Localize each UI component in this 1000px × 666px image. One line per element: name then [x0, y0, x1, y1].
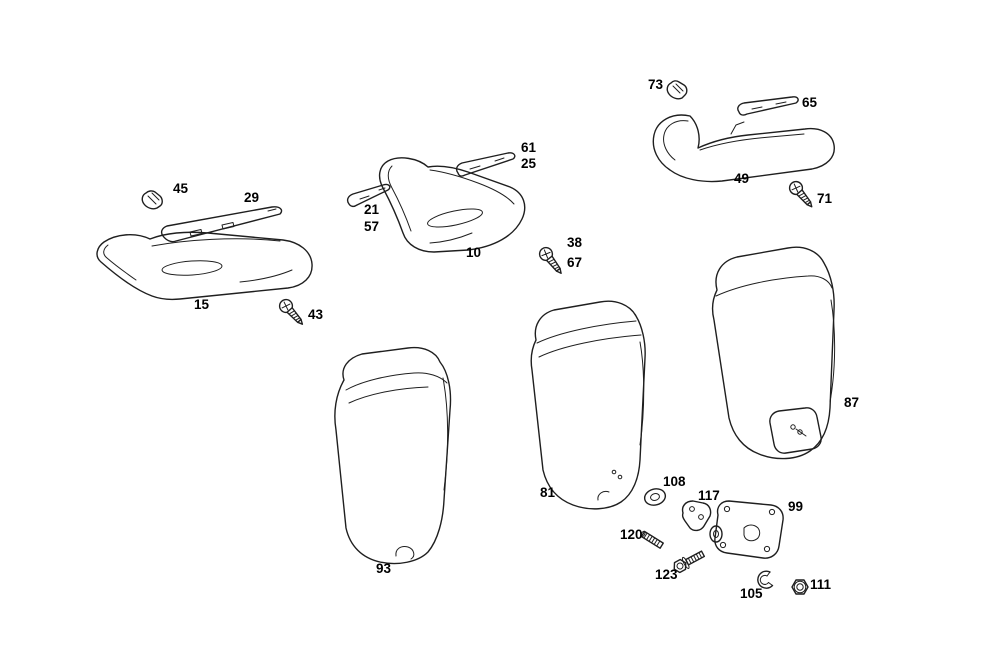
part-label-67: 67 — [567, 255, 583, 270]
part-label-65: 65 — [802, 95, 818, 110]
part-label-111: 111 — [810, 577, 832, 592]
part-label-93: 93 — [376, 561, 392, 576]
part-71-screw-drawing — [786, 178, 818, 212]
part-108-washer-drawing — [643, 488, 667, 506]
part-label-81: 81 — [540, 485, 556, 500]
part-120-stud-drawing — [640, 530, 664, 549]
part-label-99: 99 — [788, 499, 804, 514]
part-label-25: 25 — [521, 156, 537, 171]
part-99-mounting-bracket-drawing — [709, 500, 784, 559]
part-label-123: 123 — [655, 567, 678, 582]
part-label-21: 21 — [364, 202, 380, 217]
part-61-25-trim-strip-drawing — [455, 152, 516, 177]
part-label-10: 10 — [466, 245, 482, 260]
part-117-bracket-plate-drawing — [681, 500, 712, 532]
part-label-120: 120 — [620, 527, 643, 542]
part-87-armrest-cushion-drawing — [711, 246, 836, 460]
part-label-61: 61 — [521, 140, 537, 155]
part-21-57-trim-strip-drawing — [346, 183, 391, 208]
part-10-front-armrest-drawing — [378, 157, 526, 253]
part-111-hex-nut-drawing — [791, 579, 809, 595]
part-45-retaining-clip-drawing — [141, 190, 163, 210]
part-15-front-armrest-drawing — [96, 231, 313, 301]
part-label-71: 71 — [817, 191, 833, 206]
part-105-e-clip-drawing — [757, 570, 774, 589]
part-49-rear-armrest-drawing — [652, 114, 835, 183]
part-43-screw-drawing — [276, 296, 308, 330]
part-29-trim-strip-drawing — [160, 206, 283, 243]
part-38-67-screw-drawing — [536, 244, 567, 278]
part-label-38: 38 — [567, 235, 583, 250]
part-label-87: 87 — [844, 395, 860, 410]
part-123-bolt-drawing — [673, 550, 706, 574]
part-label-15: 15 — [194, 297, 210, 312]
part-label-117: 117 — [698, 488, 720, 503]
part-label-49: 49 — [734, 171, 750, 186]
part-label-45: 45 — [173, 181, 189, 196]
part-label-57: 57 — [364, 219, 380, 234]
part-73-retaining-clip-drawing — [666, 80, 688, 100]
part-81-armrest-cushion-drawing — [530, 300, 646, 510]
part-93-armrest-cushion-drawing — [334, 346, 452, 565]
part-label-105: 105 — [740, 586, 763, 601]
part-label-73: 73 — [648, 77, 664, 92]
part-label-29: 29 — [244, 190, 260, 205]
part-65-trim-strip-drawing — [737, 96, 799, 116]
part-label-108: 108 — [663, 474, 686, 489]
part-label-43: 43 — [308, 307, 324, 322]
